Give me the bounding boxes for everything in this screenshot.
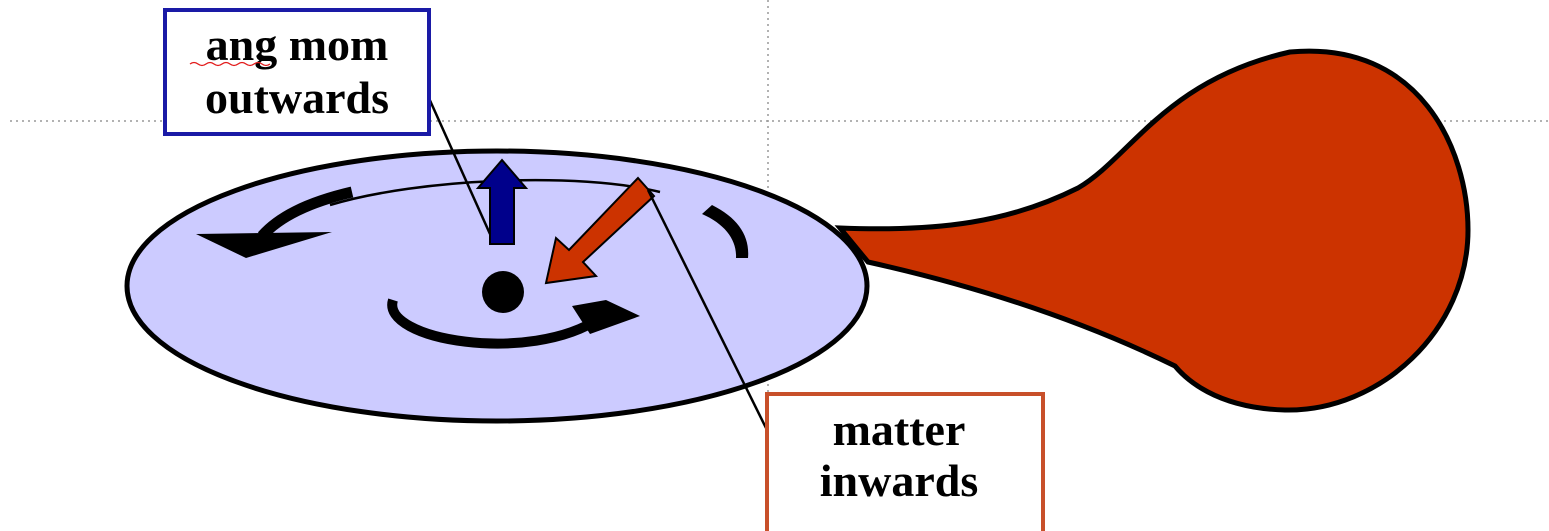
ang-mom-label-box: ang mom outwards — [165, 10, 429, 134]
ang-mom-label-line2: outwards — [205, 72, 389, 123]
matter-label-line2: inwards — [820, 455, 978, 506]
matter-label-line1: matter — [833, 404, 966, 455]
donor-star — [840, 51, 1468, 410]
central-object — [482, 271, 524, 313]
ang-mom-label-line1: ang mom — [206, 19, 389, 70]
matter-label-box: matter inwards — [767, 394, 1043, 531]
